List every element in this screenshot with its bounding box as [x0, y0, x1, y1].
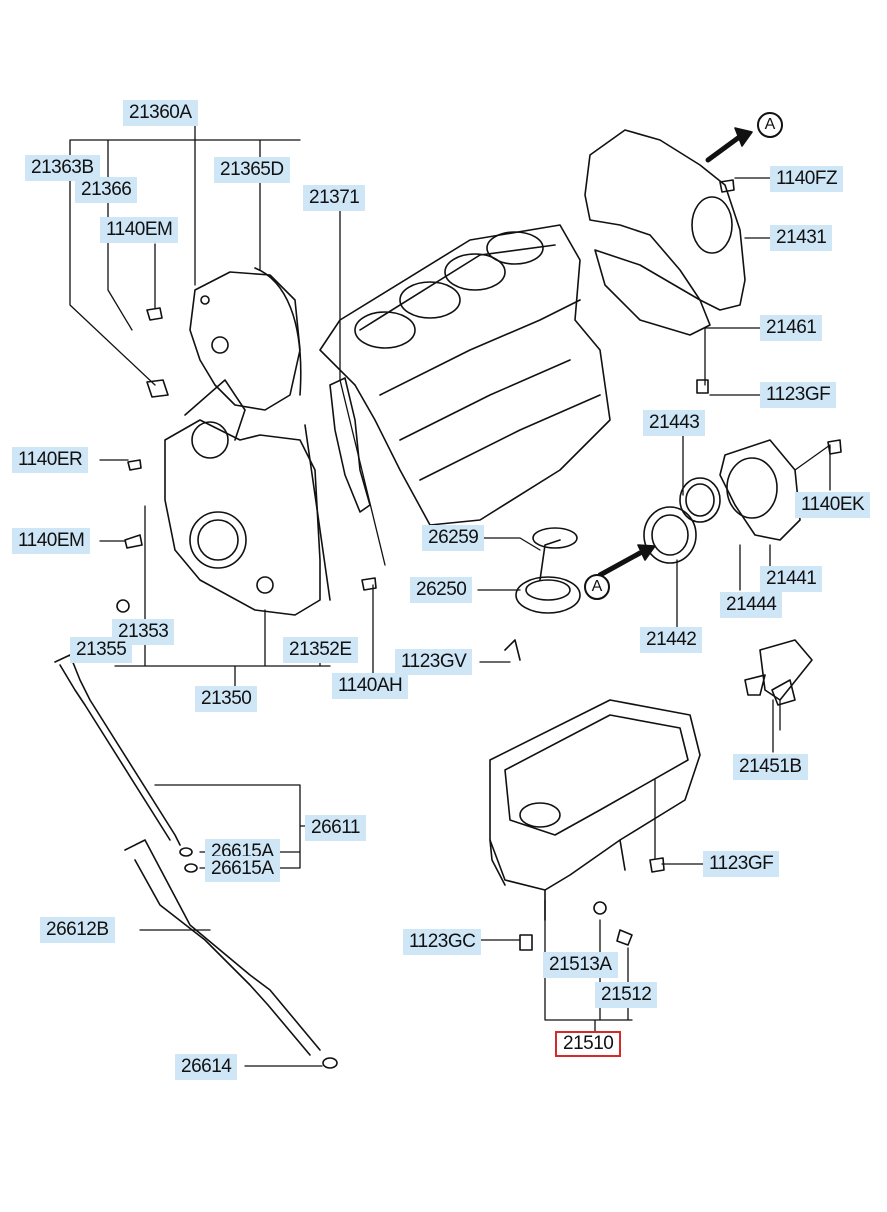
part-label-21444[interactable]: 21444	[720, 592, 783, 618]
part-label-1123GC[interactable]: 1123GC	[403, 929, 482, 955]
part-label-21512[interactable]: 21512	[595, 982, 658, 1008]
oil-strainer-drawing	[504, 527, 581, 661]
timing-cover-lower-drawing	[164, 379, 331, 616]
part-label-26614[interactable]: 26614	[175, 1054, 238, 1080]
timing-cover-upper-drawing	[189, 267, 302, 411]
part-label-1123GV[interactable]: 1123GV	[395, 649, 473, 675]
part-label-26615A-2[interactable]: 26615A	[205, 856, 280, 882]
part-label-21366[interactable]: 21366	[75, 177, 138, 203]
leader-lines	[69, 114, 831, 1067]
part-label-21365D[interactable]: 21365D	[214, 157, 290, 183]
part-label-26611[interactable]: 26611	[305, 815, 366, 841]
part-label-1123GF-bottom[interactable]: 1123GF	[703, 851, 780, 877]
part-label-21355[interactable]: 21355	[70, 637, 133, 663]
part-label-21350[interactable]: 21350	[195, 686, 258, 712]
reference-marker-a-mid: A	[584, 574, 610, 600]
part-label-21360A[interactable]: 21360A	[123, 100, 198, 126]
part-label-1140EK[interactable]: 1140EK	[795, 492, 871, 518]
reference-marker-a-top: A	[757, 112, 783, 138]
seal-housing-drawing	[643, 439, 801, 564]
part-label-21352E[interactable]: 21352E	[283, 637, 358, 663]
bracket-drawing	[744, 639, 813, 706]
part-label-26612B[interactable]: 26612B	[40, 917, 115, 943]
part-label-21441[interactable]: 21441	[760, 566, 823, 592]
part-label-21513A[interactable]: 21513A	[543, 952, 618, 978]
part-label-21371[interactable]: 21371	[303, 185, 366, 211]
part-label-1140ER[interactable]: 1140ER	[12, 447, 89, 473]
part-label-21431[interactable]: 21431	[770, 225, 833, 251]
part-label-1140EM-left[interactable]: 1140EM	[12, 528, 91, 554]
part-label-26250[interactable]: 26250	[410, 577, 473, 603]
part-label-1123GF-top[interactable]: 1123GF	[760, 382, 837, 408]
part-label-21510-selected[interactable]: 21510	[555, 1031, 622, 1057]
gasket-strip-drawing	[329, 377, 371, 513]
part-label-21461[interactable]: 21461	[760, 315, 823, 341]
part-label-1140EM-top[interactable]: 1140EM	[100, 217, 179, 243]
part-label-1140AH[interactable]: 1140AH	[332, 673, 409, 699]
part-label-26259[interactable]: 26259	[422, 525, 485, 551]
part-label-21442[interactable]: 21442	[640, 627, 703, 653]
bolts-drawing	[116, 179, 842, 951]
part-label-21363B[interactable]: 21363B	[25, 155, 100, 181]
arrows-drawing	[597, 127, 753, 578]
engine-block-drawing	[319, 224, 611, 526]
part-label-21451B[interactable]: 21451B	[733, 754, 808, 780]
oil-pan-drawing	[489, 699, 701, 946]
part-label-1140FZ[interactable]: 1140FZ	[770, 166, 844, 192]
rear-plate-drawing	[584, 129, 746, 336]
part-label-21443[interactable]: 21443	[643, 410, 706, 436]
dipstick-drawing	[54, 654, 338, 1069]
